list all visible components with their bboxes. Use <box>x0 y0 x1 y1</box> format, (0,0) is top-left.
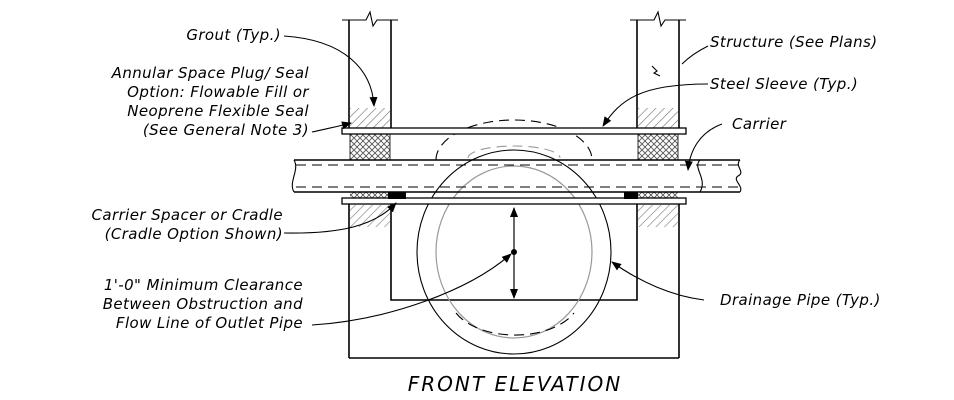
label-clearance-line-2: Between Obstruction and <box>103 295 303 313</box>
label-spacer-line-1: Carrier Spacer or Cradle <box>92 206 283 224</box>
grout-upper-left <box>349 108 391 161</box>
leader-grout <box>283 35 378 107</box>
leader-steel-sleeve <box>602 83 709 127</box>
drawing-title: FRONT ELEVATION <box>408 372 622 396</box>
leader-clearance <box>311 253 512 326</box>
label-drainage-pipe: Drainage Pipe (Typ.) <box>720 291 881 309</box>
leader-carrier <box>684 123 723 171</box>
carrier-pipe <box>291 159 742 193</box>
clearance-dimension <box>510 207 518 299</box>
structure-right-wall <box>630 10 686 358</box>
label-clearance-line-1: 1'-0" Minimum Clearance <box>104 276 303 294</box>
structure-tick <box>651 65 661 77</box>
label-steel-sleeve: Steel Sleeve (Typ.) <box>710 75 858 93</box>
leader-annular <box>311 121 352 133</box>
label-annular-line-2: Option: Flowable Fill or <box>127 83 309 101</box>
leader-drainage-pipe <box>611 261 705 301</box>
label-structure: Structure (See Plans) <box>710 33 877 51</box>
cradle-spacer-left <box>388 192 406 199</box>
label-annular-line-4: (See General Note 3) <box>143 121 309 139</box>
label-carrier: Carrier <box>732 115 787 133</box>
leader-spacer <box>283 202 397 234</box>
grout-lower-left <box>350 192 390 227</box>
leader-structure <box>681 45 709 65</box>
grout-lower-right <box>638 192 678 227</box>
structure-left-wall <box>342 10 398 358</box>
drainage-pipe <box>416 119 612 355</box>
label-spacer-line-2: (Cradle Option Shown) <box>105 225 283 243</box>
steel-sleeve <box>341 127 687 205</box>
structure-base <box>349 218 679 359</box>
label-grout: Grout (Typ.) <box>186 26 281 44</box>
label-annular-line-3: Neoprene Flexible Seal <box>127 102 309 120</box>
cradle-spacer-right <box>624 192 638 199</box>
label-annular-line-1: Annular Space Plug/ Seal <box>111 64 310 82</box>
label-clearance-line-3: Flow Line of Outlet Pipe <box>116 314 303 332</box>
